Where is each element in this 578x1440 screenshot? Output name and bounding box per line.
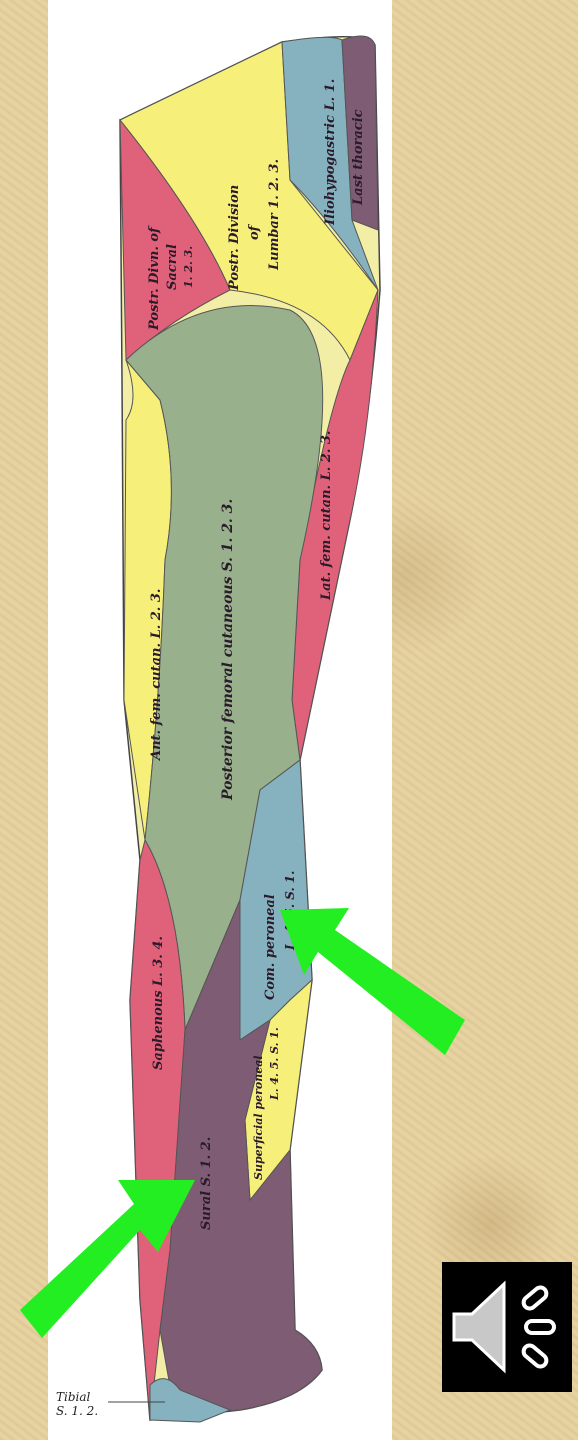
label-com-peroneal-1: Com. peroneal [263, 894, 278, 1000]
label-saphenous: Saphenous L. 3. 4. [151, 936, 166, 1070]
label-posterior-femoral-cutaneous: Posterior femoral cutaneous S. 1. 2. 3. [220, 499, 236, 801]
label-postr-sacral-3: 1. 2. 3. [182, 246, 195, 288]
label-last-thoracic: Last thoracic [351, 109, 366, 206]
label-postr-sacral-2: Sacral [165, 244, 180, 290]
label-superficial-peroneal-1: Superficial peroneal [252, 1055, 265, 1180]
audio-play-button[interactable] [442, 1262, 572, 1392]
caption-line-2: S. 1. 2. [56, 1404, 146, 1418]
label-postr-lumbar-3: Lumbar 1. 2. 3. [267, 159, 282, 271]
label-ant-fem-cutan: Ant. fem. cutan. L. 2. 3. [149, 589, 164, 762]
label-superficial-peroneal-2: L. 4. 5. S. 1. [268, 1027, 281, 1101]
label-lat-fem-cutan: Lat. fem. cutan. L. 2. 3. [319, 431, 334, 601]
label-postr-sacral-1: Postr. Divn. of [147, 225, 162, 331]
label-postr-lumbar-1: Postr. Division [227, 185, 242, 291]
label-iliohypogastric: Iliohypogastric L. 1. [323, 79, 338, 226]
caption-line-1: Tibial [56, 1390, 146, 1404]
figure-caption: Tibial S. 1. 2. [56, 1390, 146, 1418]
label-postr-lumbar-2: of [247, 223, 262, 240]
label-sural: Sural S. 1. 2. [199, 1137, 214, 1230]
speaker-volume-icon [442, 1262, 572, 1392]
